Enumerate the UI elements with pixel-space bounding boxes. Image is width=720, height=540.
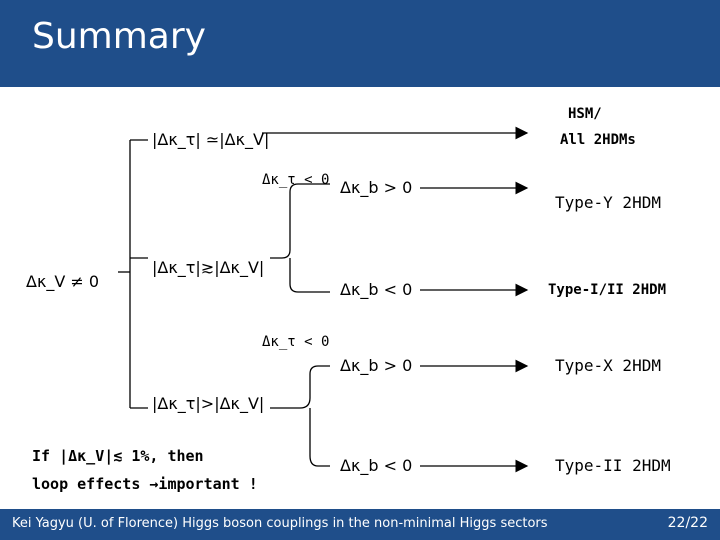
branch-equal-label: |Δκ_τ| ≃|Δκ_V| xyxy=(152,130,270,149)
condition-tau-neg-lower: Δκ_τ < 0 xyxy=(262,334,330,350)
result-type-ii: Type-II 2HDM xyxy=(555,456,671,475)
result-type-i-ii: Type-I/II 2HDM xyxy=(548,282,667,298)
footer-text: Kei Yagyu (U. of Florence) Higgs boson c… xyxy=(12,516,548,531)
branch-greater-approx-label: |Δκ_τ|≳|Δκ_V| xyxy=(152,258,265,277)
slide-header: Summary xyxy=(0,0,720,87)
note-line-2: loop effects →important ! xyxy=(32,475,258,493)
slide-footer: Kei Yagyu (U. of Florence) Higgs boson c… xyxy=(0,509,720,540)
brace-lower-upper-path xyxy=(270,365,330,409)
slide-title: Summary xyxy=(32,16,206,57)
condition-tau-neg-upper: Δκ_τ < 0 xyxy=(262,172,330,188)
result-hsm-line1: HSM/ xyxy=(568,106,602,122)
condition-b-pos-upper: Δκ_b > 0 xyxy=(340,178,413,197)
result-type-y: Type-Y 2HDM xyxy=(555,193,661,212)
brace-upper-path xyxy=(270,183,330,259)
brace-lower-path xyxy=(289,258,330,293)
condition-b-neg-lower: Δκ_b < 0 xyxy=(340,456,413,475)
result-hsm-line2: All 2HDMs xyxy=(560,132,636,148)
root-label: Δκ_V ≠ 0 xyxy=(26,272,100,291)
brace-lower-lower-path xyxy=(309,408,330,467)
note-line-1: If |Δκ_V|≲ 1%, then xyxy=(32,447,204,465)
branch-greater-label: |Δκ_τ|>|Δκ_V| xyxy=(152,394,265,413)
result-type-x: Type-X 2HDM xyxy=(555,356,661,375)
condition-b-neg-upper: Δκ_b < 0 xyxy=(340,280,413,299)
page-number: 22/22 xyxy=(667,515,708,531)
condition-b-pos-lower: Δκ_b > 0 xyxy=(340,356,413,375)
